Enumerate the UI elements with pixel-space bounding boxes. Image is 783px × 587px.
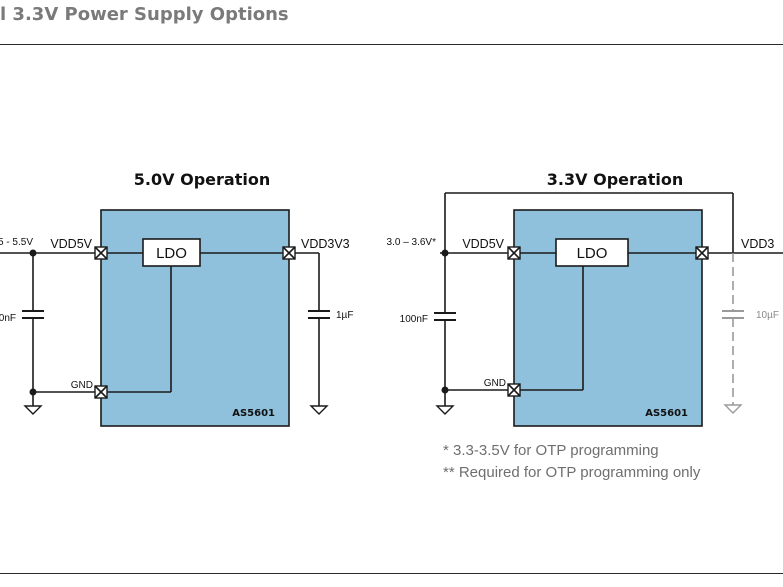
diagram-3v3-operation: 3.3V Operation 3.0 – 3.6V* 100nF VDD5V L… <box>387 170 783 427</box>
footnotes: * 3.3-3.5V for OTP programming ** Requir… <box>443 440 700 484</box>
ground-symbol <box>309 405 329 415</box>
ground-symbol <box>23 405 43 415</box>
ldo-label: LDO <box>577 245 608 262</box>
footnote-otp-required: ** Required for OTP programming only <box>443 464 701 481</box>
input-voltage-label: 5 - 5.5V <box>0 237 33 248</box>
footer-rule <box>0 573 783 574</box>
header-rule <box>0 44 783 45</box>
page-title: l 3.3V Power Supply Options <box>0 4 289 25</box>
input-voltage-label: 3.0 – 3.6V* <box>387 237 437 248</box>
heading-5v: 5.0V Operation <box>134 170 270 189</box>
pin-label-gnd: GND <box>71 380 93 391</box>
chip-part-number: AS5601 <box>232 408 275 419</box>
chip-part-number: AS5601 <box>645 408 688 419</box>
footnote-otp-voltage: * 3.3-3.5V for OTP programming <box>443 442 659 459</box>
pin-label-vdd3v3: VDD3V3 <box>301 237 350 251</box>
diagram-5v-operation: 5.0V Operation 5 - 5.5V 0nF VDD5V LDO GN… <box>0 170 353 427</box>
input-cap-label: 100nF <box>400 314 428 325</box>
pin-label-vdd5v: VDD5V <box>462 237 504 251</box>
ground-symbol <box>723 404 743 414</box>
output-cap-label: 1µF <box>336 310 353 321</box>
heading-3v3: 3.3V Operation <box>547 170 683 189</box>
pin-label-vdd3v3: VDD3 <box>741 237 774 251</box>
ground-symbol <box>435 405 455 415</box>
input-cap-label: 0nF <box>0 313 16 324</box>
ldo-label: LDO <box>156 245 187 262</box>
optional-cap-label: 10µF <box>756 310 779 321</box>
pin-label-vdd5v: VDD5V <box>50 237 92 251</box>
ldo-block <box>555 238 629 267</box>
pin-label-gnd: GND <box>484 378 506 389</box>
